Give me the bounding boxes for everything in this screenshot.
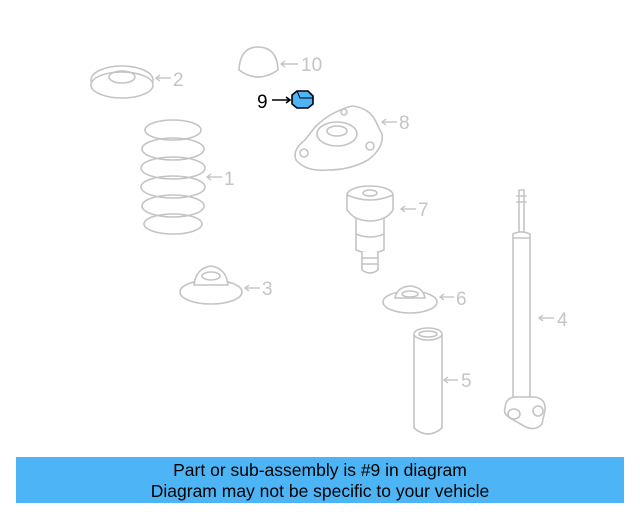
callout-4: 4: [557, 310, 568, 331]
callout-1: 1: [224, 169, 235, 190]
part-7-bump-stop: 7: [346, 185, 429, 274]
callout-9: 9: [257, 92, 268, 113]
banner-line-2: Diagram may not be specific to your vehi…: [150, 481, 490, 501]
banner-line-1: Part or sub-assembly is #9 in diagram: [173, 460, 467, 480]
part-3-lower-seat: 3: [179, 265, 273, 305]
highlighted-nut-icon: [291, 90, 314, 109]
parts-diagram: 10 2 1 3 9: [90, 46, 568, 435]
part-9-nut[interactable]: 9: [257, 90, 314, 113]
part-10-cap: 10: [238, 46, 322, 78]
callout-6: 6: [456, 289, 467, 310]
callout-3: 3: [262, 279, 273, 300]
callout-7: 7: [418, 200, 429, 221]
callout-8: 8: [399, 113, 410, 134]
info-banner: Part or sub-assembly is #9 in diagram Di…: [16, 457, 624, 503]
part-6-cap: 6: [382, 285, 467, 314]
part-1-coil-spring: 1: [140, 119, 235, 235]
part-2-spring-seat: 2: [90, 65, 184, 99]
callout-5: 5: [461, 371, 472, 392]
part-5-dust-boot: 5: [413, 327, 472, 435]
part-4-shock-absorber: 4: [503, 189, 568, 430]
callout-2: 2: [173, 70, 184, 91]
part-8-strut-mount: 8: [294, 105, 410, 172]
callout-10: 10: [301, 55, 322, 76]
